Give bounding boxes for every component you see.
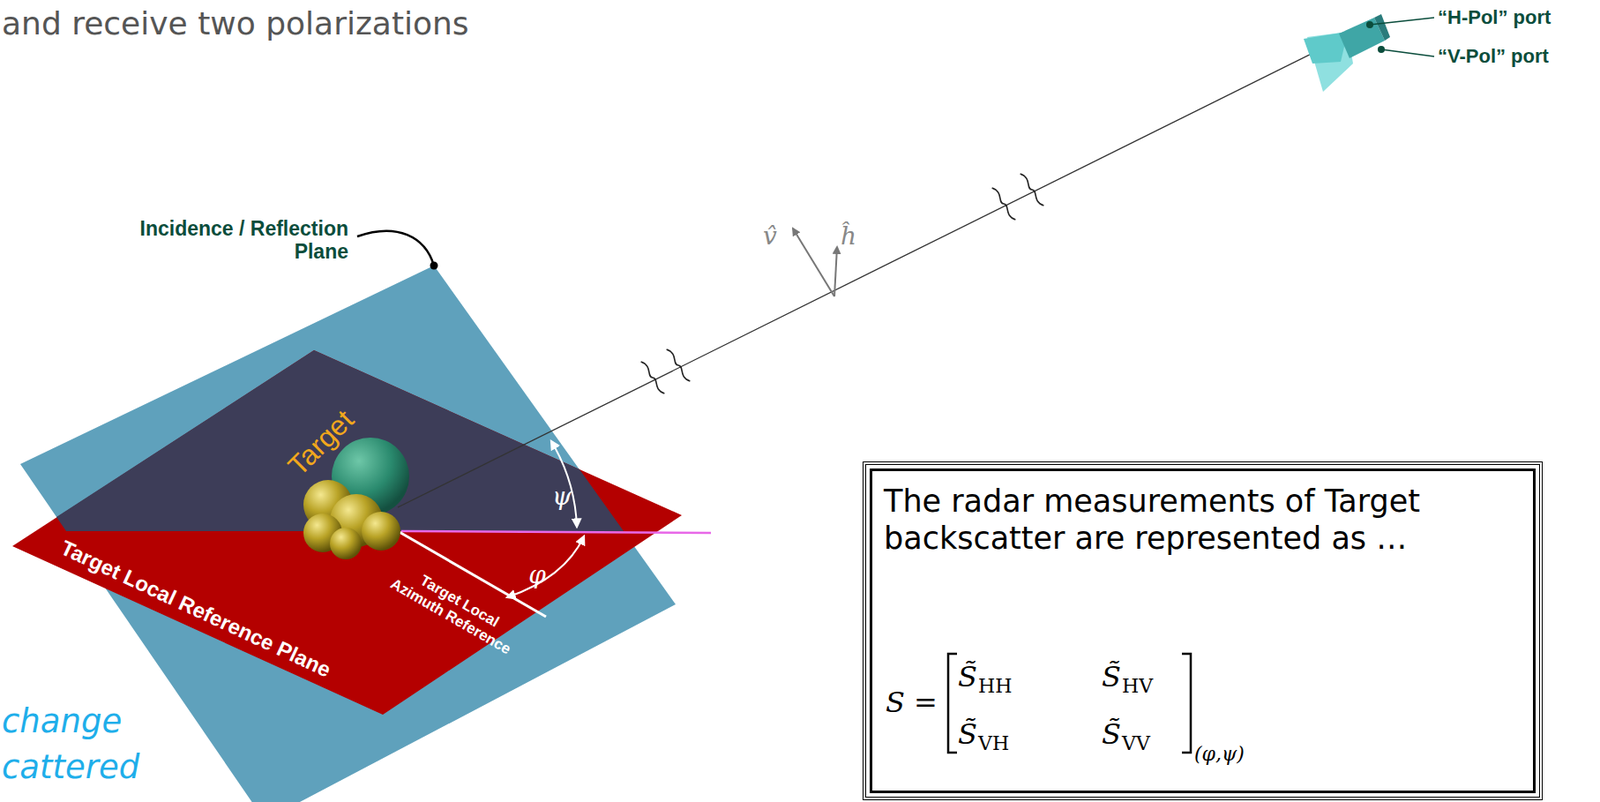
port-dot	[1377, 45, 1385, 53]
port-label: “H-Pol” port	[1437, 6, 1551, 29]
psi-arc	[551, 441, 577, 527]
port-dot	[1366, 21, 1374, 29]
phi-arc	[507, 536, 584, 598]
line-of-sight	[397, 30, 1358, 508]
matrix-symbol: S̃	[957, 717, 978, 751]
angle-label: φ	[528, 560, 546, 590]
note-text: change	[1, 702, 122, 741]
plane-label: Incidence / Reflection Plane	[136, 216, 349, 264]
leader-dot	[430, 261, 439, 270]
unit-vector: ĥ	[840, 222, 857, 251]
h-vector	[834, 246, 838, 297]
text-box: The radar measurements of Target backsca…	[862, 461, 1543, 800]
radar-horn	[1303, 14, 1391, 92]
subtitle: and receive two polarizations	[1, 5, 470, 42]
angle-label: ψ	[552, 482, 572, 511]
matrix-subscript: VH	[978, 732, 1010, 755]
reference-line	[401, 530, 711, 533]
port-label: “V-Pol” port	[1437, 44, 1549, 68]
leader-line	[357, 231, 434, 266]
break-marks	[641, 171, 1045, 397]
matrix-symbol: S̃	[1101, 659, 1122, 694]
matrix-symbol: S̃	[957, 659, 978, 694]
matrix-subscript: HH	[978, 674, 1012, 697]
matrix-symbol: S =	[885, 685, 938, 719]
matrix-subscript: HV	[1121, 674, 1153, 697]
box-text: The radar measurements of Target backsca…	[883, 482, 1449, 557]
unit-vector: v̂	[762, 222, 778, 251]
note-text: cattered	[1, 748, 140, 787]
matrix-symbol: S̃	[1101, 717, 1122, 751]
matrix-subscript: (φ,ψ)	[1194, 742, 1245, 765]
leader-line	[1369, 17, 1435, 25]
leader-line	[1381, 49, 1435, 57]
matrix-subscript: VV	[1121, 732, 1151, 755]
v-vector	[792, 228, 835, 297]
